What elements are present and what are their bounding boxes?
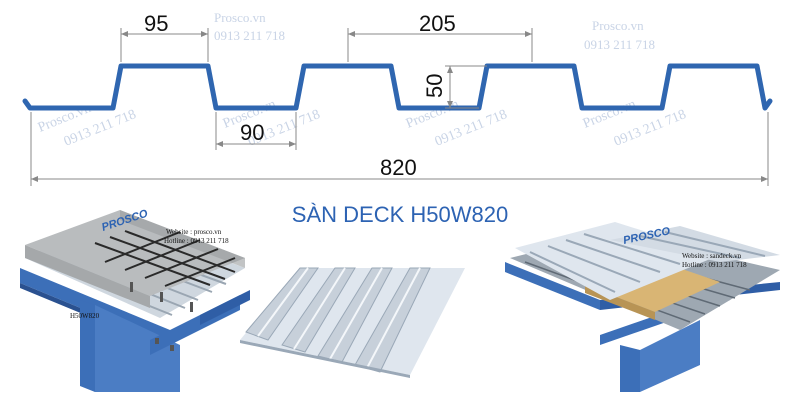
left-slab-illustration xyxy=(20,210,250,392)
left-hotline: Hotline : 0913 211 718 xyxy=(164,237,229,245)
left-product-label: H50W820 xyxy=(70,312,100,320)
watermark-phone: 0913 211 718 xyxy=(584,37,655,52)
left-website: Website : prosco.vn xyxy=(166,228,222,236)
watermark-site: Prosco.vn xyxy=(592,18,644,33)
watermarks: Prosco.vn 0913 211 718 Prosco.vn 0913 21… xyxy=(36,10,689,150)
dimension-label-820: 820 xyxy=(380,155,417,180)
watermark-phone: 0913 211 718 xyxy=(214,28,285,43)
dimension-label-95: 95 xyxy=(144,11,168,36)
dimension-lines xyxy=(30,28,769,186)
dimension-arrows xyxy=(31,31,768,182)
right-hotline: Hotline : 0913 211 718 xyxy=(682,261,747,269)
dimension-label-50: 50 xyxy=(422,74,447,98)
right-roof-illustration xyxy=(505,222,780,392)
deck-profile xyxy=(22,63,773,111)
product-title: SÀN DECK H50W820 xyxy=(292,202,508,227)
watermark-site: Prosco.vn xyxy=(214,10,266,25)
right-website: Website : sandeck.vn xyxy=(682,252,742,260)
watermark-site: Prosco.vn xyxy=(581,97,638,132)
dimension-label-205: 205 xyxy=(419,11,456,36)
dimension-label-90: 90 xyxy=(240,120,264,145)
deck-sheet-illustration xyxy=(240,267,465,378)
